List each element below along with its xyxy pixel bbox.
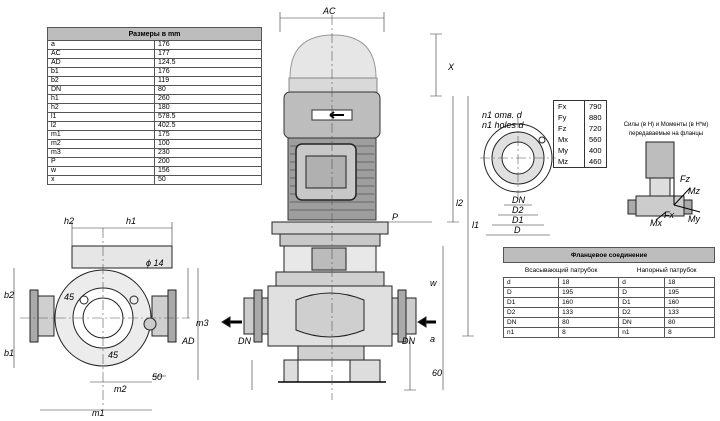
label-b1: b1 <box>4 348 14 358</box>
label-flange-D1: D1 <box>512 215 524 225</box>
label-arrow-Mx: Mx <box>650 218 662 228</box>
dimensions-table-title: Размеры в mm <box>47 27 262 41</box>
label-P: P <box>392 212 398 222</box>
label-w: w <box>430 278 437 288</box>
label-arrow-My: My <box>688 214 700 224</box>
label-arrow-Mz: Mz <box>688 186 700 196</box>
label-m3: m3 <box>196 318 209 328</box>
label-X: X <box>447 62 455 72</box>
label-holes-ru: n1 отв. d <box>482 110 523 120</box>
flange-table-title: Фланцевое соединение <box>503 247 715 263</box>
force-row: Mz 460 <box>553 156 607 168</box>
forces-note-line2: передаваемые на фланцы <box>628 131 704 137</box>
label-DN-right: DN <box>402 336 415 346</box>
label-l1: l1 <box>472 220 479 230</box>
label-holes-en: n1 holes d <box>482 120 525 130</box>
force-value: 720 <box>589 124 602 133</box>
force-diagram <box>627 141 701 221</box>
label-60: 60 <box>432 368 442 378</box>
force-value: 790 <box>589 102 602 111</box>
force-key: Fz <box>553 123 585 134</box>
label-45b: 45 <box>108 350 119 360</box>
label-m2: m2 <box>114 384 127 394</box>
forces-note-line1: Силы (в Н) и Моменты (в Н*м) <box>623 122 709 128</box>
force-key: My <box>553 145 585 156</box>
flange-key: n1 <box>502 327 560 338</box>
force-row: Fy 880 <box>553 112 607 123</box>
label-h1: h1 <box>126 216 136 226</box>
flange-detail <box>480 118 556 236</box>
label-b2: b2 <box>4 290 14 300</box>
label-AC: AC <box>322 6 336 16</box>
label-flange-D: D <box>514 225 521 235</box>
force-key: Mx <box>553 134 585 145</box>
force-row: Fz 720 <box>553 123 607 134</box>
flange-value: 8 <box>558 327 620 338</box>
label-a: a <box>430 334 435 344</box>
label-45a: 45 <box>64 292 75 302</box>
force-value: 560 <box>589 135 602 144</box>
label-DN-left: DN <box>238 336 251 346</box>
label-arrow-Fx: Fx <box>664 210 674 220</box>
force-value: 880 <box>589 113 602 122</box>
pump-front-view <box>221 15 436 400</box>
force-row: Fx 790 <box>553 100 607 112</box>
flange-table: Фланцевое соединение Всасывающий патрубо… <box>502 247 715 338</box>
force-key: Fx <box>553 100 585 112</box>
forces-note: Силы (в Н) и Моменты (в Н*м) передаваемы… <box>620 121 712 139</box>
force-value: 460 <box>589 157 602 166</box>
force-value: 400 <box>589 146 602 155</box>
label-phi14: ϕ 14 <box>146 258 164 268</box>
flange-value: 8 <box>664 327 715 338</box>
label-flange-D2: D2 <box>512 205 524 215</box>
force-key: Fy <box>553 112 585 123</box>
flange-col-suction: Всасывающий патрубок <box>524 266 598 274</box>
label-h2: h2 <box>64 216 74 226</box>
label-flange-DN: DN <box>512 195 525 205</box>
pump-top-view <box>20 228 190 408</box>
force-row: My 400 <box>553 145 607 156</box>
label-AD: AD <box>181 336 195 346</box>
force-key: Mz <box>553 156 585 168</box>
label-m1: m1 <box>92 408 105 418</box>
label-l2: l2 <box>456 198 463 208</box>
dimension-value: 50 <box>154 175 262 185</box>
force-row: Mx 560 <box>553 134 607 145</box>
flange-col-discharge: Напорный патрубок <box>636 266 697 274</box>
label-50: 50 <box>152 372 162 382</box>
label-arrow-Fz: Fz <box>680 174 690 184</box>
